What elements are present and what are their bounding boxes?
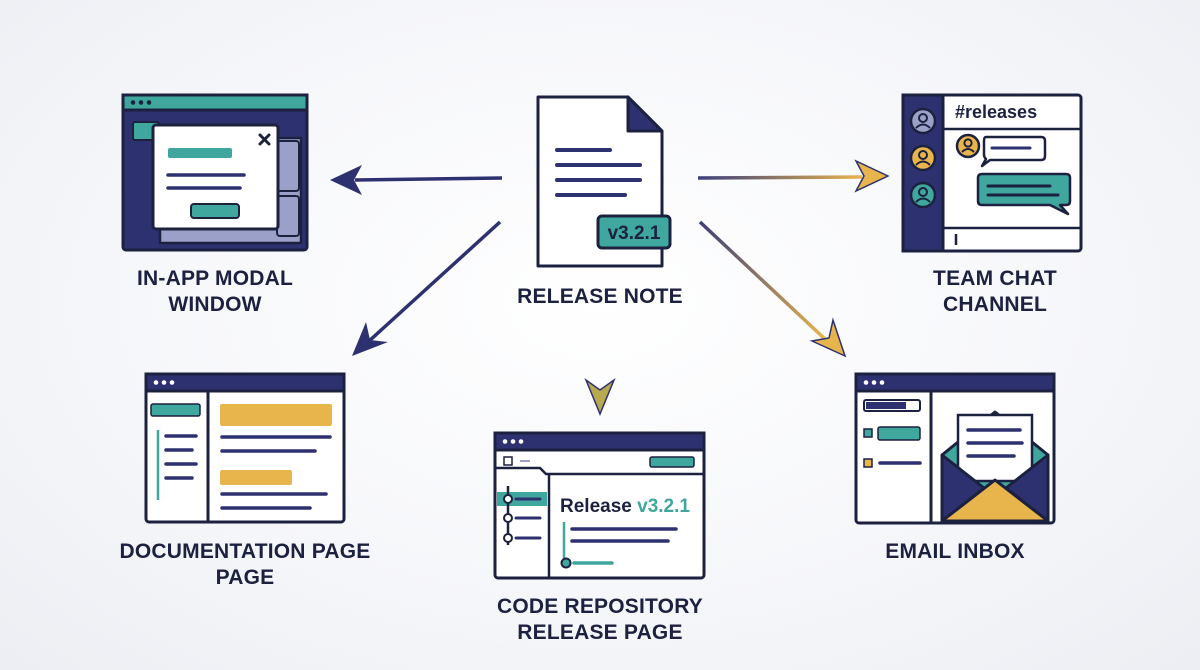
documentation-label-line2: PAGE [215, 566, 275, 589]
email-inbox-label: EMAIL INBOX [850, 539, 1060, 565]
avatar [909, 181, 937, 209]
in-app-modal-label-line1: IN-APP MODAL [136, 267, 293, 290]
channel-name: #releases [955, 102, 1037, 122]
team-chat-label-line1: TEAM CHAT [933, 267, 1057, 290]
code-repository-label-line2: RELEASE PAGE [517, 621, 683, 644]
team-chat-label-line2: CHANNEL [942, 293, 1048, 316]
document-icon [536, 95, 672, 268]
avatar [909, 107, 937, 135]
arrow-to-email [698, 220, 847, 358]
modal-window-icon [121, 93, 309, 252]
in-app-modal-label: IN-APP MODAL WINDOW [100, 266, 330, 318]
repo-page-icon [493, 431, 706, 580]
envelope-icon [854, 372, 1056, 525]
chat-window-icon [901, 93, 1083, 253]
avatar [909, 144, 937, 172]
avatar [955, 133, 981, 159]
docs-page-icon [144, 372, 346, 524]
release-note-label-text: RELEASE NOTE [517, 285, 683, 308]
code-repository-label-line1: CODE REPOSITORY [496, 595, 704, 618]
repo-release-version: v3.2.1 [637, 496, 690, 517]
close-icon [258, 133, 271, 146]
team-chat-label: TEAM CHAT CHANNEL [880, 266, 1110, 318]
email-inbox-label-line1: EMAIL INBOX [885, 540, 1025, 563]
documentation-label-line1: DOCUMENTATION PAGE [119, 540, 371, 563]
arrow-to-repo [584, 322, 616, 416]
code-repository-label: CODE REPOSITORY RELEASE PAGE [460, 594, 740, 646]
arrow-to-chat [697, 159, 890, 193]
version-badge: v3.2.1 [608, 223, 661, 244]
arrow-to-modal [330, 165, 503, 195]
documentation-label: DOCUMENTATION PAGE PAGE [90, 539, 400, 591]
arrow-to-docs [352, 220, 502, 356]
in-app-modal-label-line2: WINDOW [168, 293, 262, 316]
release-note-label: RELEASE NOTE [480, 284, 720, 310]
repo-release-prefix: Release [560, 496, 632, 517]
repo-release-title: Release v3.2.1 [560, 496, 690, 517]
